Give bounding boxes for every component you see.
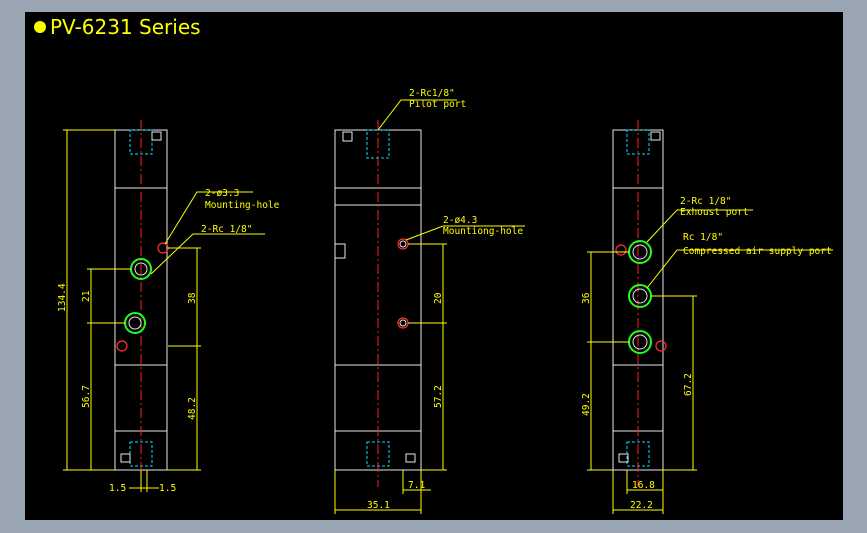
left-screw <box>120 453 131 463</box>
middle-callout-pilot-line1: 2-Rc1/8" <box>409 88 455 99</box>
middle-dim-pitch-label: 20 <box>433 292 444 304</box>
left-dim-overall-label: 134.4 <box>57 283 68 312</box>
right-dim-right-label: 67.2 <box>683 373 694 396</box>
left-callout-mount-leader <box>164 191 253 245</box>
left-dim-offset-left-label: 1.5 <box>109 483 126 494</box>
middle-callout-pilot-leader <box>377 99 457 131</box>
middle-dim-lower-label: 57.2 <box>433 385 444 408</box>
left-callout-mount-line1: 2-ø3.3 <box>205 188 239 199</box>
left-dim-offset-right-label: 1.5 <box>159 483 176 494</box>
left-port-inner <box>128 316 142 330</box>
left-callout-port-line1: 2-Rc 1/8" <box>201 224 252 235</box>
right-screw <box>618 453 629 463</box>
middle-view <box>334 99 525 514</box>
right-dim-lower-label: 49.2 <box>581 393 592 416</box>
right-supply-port-ring <box>628 284 652 308</box>
middle-callout-pilot-line2: Pilot port <box>409 99 466 110</box>
middle-side-tab <box>334 243 346 259</box>
right-view <box>587 120 833 514</box>
right-screw <box>650 131 661 141</box>
right-callout-exhaust-leader <box>646 209 753 243</box>
left-dim-lower-label: 56.7 <box>81 385 92 408</box>
middle-screw <box>405 453 416 463</box>
right-callout-supply-line1: Rc 1/8" <box>683 232 723 243</box>
left-callout-port-leader <box>150 233 265 275</box>
left-dim-upper-label: 21 <box>81 290 92 302</box>
right-callout-supply-leader <box>646 249 833 289</box>
right-dim-upper-label: 36 <box>581 292 592 304</box>
drawing-title: PV-6231 Series <box>50 15 201 39</box>
right-mount-hole <box>655 340 667 352</box>
left-view <box>63 120 265 492</box>
right-dim-inner-label: 16.8 <box>632 480 655 491</box>
left-port-ring <box>124 312 146 334</box>
middle-dim-width-label: 35.1 <box>367 500 390 511</box>
right-callout-supply-line2: Compressed air supply port <box>683 246 832 257</box>
left-screw <box>151 131 162 141</box>
middle-callout-mount-line2: Mountiong-hole <box>443 226 523 237</box>
right-mount-hole <box>615 244 627 256</box>
middle-screw <box>342 131 353 142</box>
left-dim-right-lower-label: 48.2 <box>187 397 198 420</box>
middle-callout-mount-line1: 2-ø4.3 <box>443 215 477 226</box>
left-port-inner <box>134 262 148 276</box>
drawing-canvas: PV-6231 Series <box>25 12 843 520</box>
title-bullet-icon <box>34 21 46 33</box>
middle-dim-offset-label: 7.1 <box>408 480 425 491</box>
drawing-svg: PV-6231 Series <box>34 15 833 514</box>
right-exhaust-port-ring <box>628 240 652 264</box>
right-callout-exhaust-line2: Exhoust port <box>680 207 749 218</box>
right-callout-exhaust-line1: 2-Rc 1/8" <box>680 196 731 207</box>
left-callout-mount-line2: Mounting-hole <box>205 200 280 211</box>
left-mount-hole <box>116 340 128 352</box>
right-exhaust-port-ring <box>628 330 652 354</box>
middle-callout-mount-leader <box>405 225 525 241</box>
left-dim-right-upper-label: 38 <box>187 292 198 304</box>
right-dim-width-label: 22.2 <box>630 500 653 511</box>
